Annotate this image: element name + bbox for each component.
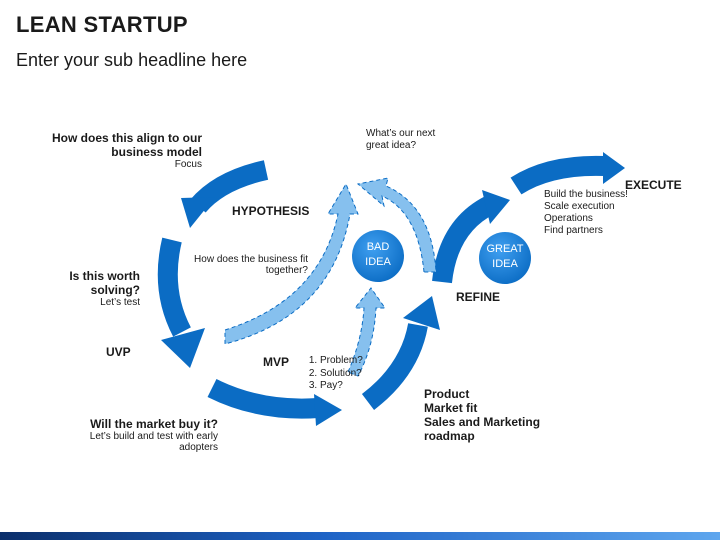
arrowhead-refine <box>482 190 510 224</box>
arrowhead-execute <box>603 152 625 184</box>
mvp-item: Problem? <box>320 355 363 368</box>
fit-question: How does the business fit together? <box>194 254 308 276</box>
mvp-item: Pay? <box>320 380 363 393</box>
product-item: Sales and Marketing <box>424 415 541 429</box>
bad-idea-circle <box>352 230 404 282</box>
mvp-item: Solution? <box>320 368 363 381</box>
execute-item: Build the business! <box>544 189 628 200</box>
mvp-label: MVP <box>263 355 290 369</box>
execute-label: EXECUTE <box>625 178 682 192</box>
build-test-note: Let’s build and test with early adopters <box>89 431 218 453</box>
product-item: Product <box>424 387 470 401</box>
dashed-arrow-bad-idea <box>356 177 437 273</box>
focus-note: Focus <box>174 159 202 170</box>
product-item: roadmap <box>424 429 475 443</box>
execute-list: Build the business! Scale execution Oper… <box>544 189 628 237</box>
mvp-list: Problem? Solution? Pay? <box>304 355 363 393</box>
market-question-block: Will the market buy it? Let’s build and … <box>60 417 218 453</box>
align-question-block: How does this align to our business mode… <box>40 131 202 170</box>
arrowhead-product <box>403 296 440 330</box>
execute-item: Scale execution <box>544 201 615 212</box>
refine-label: REFINE <box>456 290 501 304</box>
align-question: How does this align to our business mode… <box>52 131 202 159</box>
execute-item: Find partners <box>544 225 603 236</box>
arc-uvp <box>157 237 191 337</box>
slide-title: LEAN STARTUP <box>16 12 188 37</box>
worth-question: Is this worth solving? <box>69 269 140 297</box>
product-item: Market fit <box>424 401 478 415</box>
bad-idea-label: BAD IDEA <box>365 241 391 268</box>
arc-execute <box>510 155 606 195</box>
arrowhead-market <box>314 394 342 426</box>
great-idea-circle <box>479 232 531 284</box>
arrowhead-hypothesis <box>181 197 215 228</box>
bottom-accent-bar <box>0 532 720 540</box>
hypothesis-label: HYPOTHESIS <box>232 204 310 218</box>
dashed-arrow-mvp <box>347 287 386 377</box>
uvp-label: UVP <box>106 345 131 359</box>
arc-product <box>361 322 428 410</box>
great-idea-label: GREAT IDEA <box>486 243 524 270</box>
arc-refine <box>432 196 495 284</box>
market-question: Will the market buy it? <box>90 417 218 431</box>
lets-test-note: Let’s test <box>100 297 140 308</box>
dashed-arrow-fit <box>224 182 359 345</box>
execute-item: Operations <box>544 213 593 224</box>
arc-market <box>207 378 319 419</box>
next-idea-question: What’s our next great idea? <box>366 128 436 151</box>
slide-subtitle: Enter your sub headline here <box>16 50 248 70</box>
worth-question-block: Is this worth solving? Let’s test <box>50 269 140 308</box>
product-list: Product Market fit Sales and Marketing r… <box>424 387 540 443</box>
arrowhead-uvp <box>161 328 205 368</box>
